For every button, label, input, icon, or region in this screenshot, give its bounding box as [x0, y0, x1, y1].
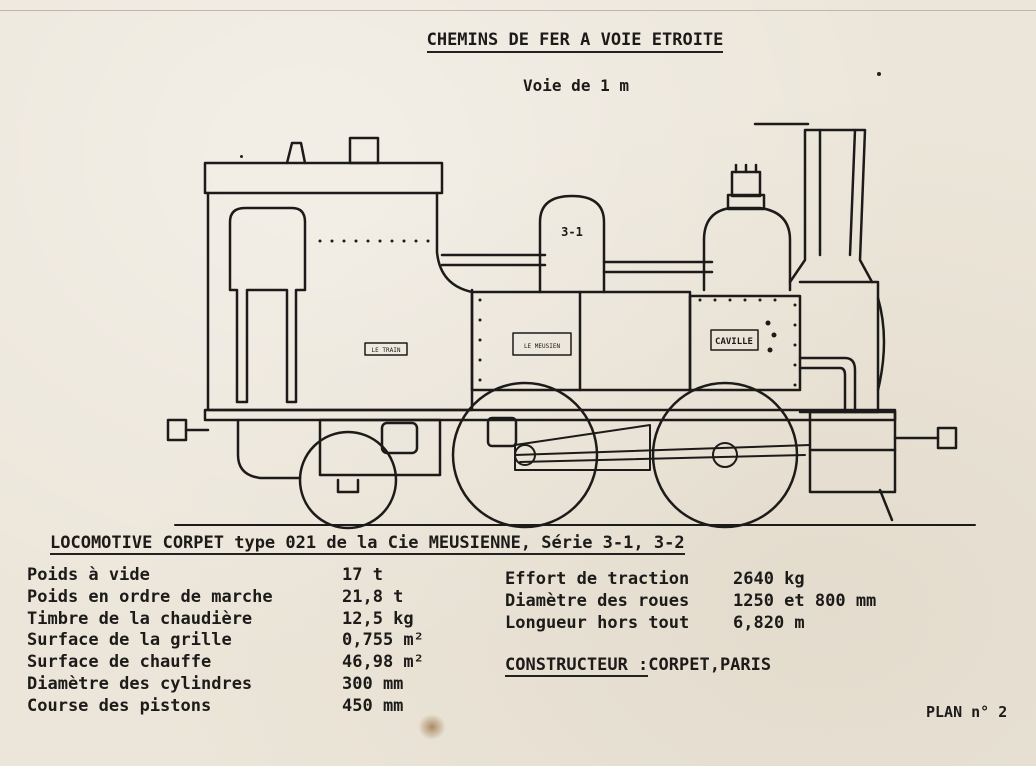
spec-row: Timbre de la chaudière 12,5 kg — [27, 609, 424, 631]
spec-value: 1250 et 800 mm — [733, 590, 877, 611]
spec-label: Effort de traction — [505, 569, 690, 589]
spec-label: Timbre de la chaudière — [27, 608, 253, 629]
spec-row: Longueur hors tout 6,820 m — [505, 613, 876, 635]
spec-row: Surface de la grille 0,755 m² — [27, 630, 424, 652]
spec-label: Diamètre des roues — [505, 590, 690, 611]
locomotive-drawing: 3-1 CAVILLE LE TRAIN LE MEUSIEN — [166, 122, 976, 530]
spec-row: Poids en ordre de marche 21,8 t — [27, 587, 424, 609]
spec-value: 2640 kg — [733, 569, 805, 589]
spec-value: 12,5 kg — [342, 608, 414, 629]
spec-label: Surface de la grille — [27, 630, 232, 651]
constructeur-label: CONSTRUCTEUR : — [505, 655, 649, 677]
spec-row: Diamètre des roues 1250 et 800 mm — [505, 591, 876, 613]
spec-row: Poids à vide 17 t — [27, 565, 424, 587]
page-subtitle: Voie de 1 m — [523, 76, 629, 95]
specs-right: Effort de traction 2640 kg Diamètre des r… — [505, 569, 876, 634]
spec-value: 6,820 m — [733, 612, 805, 633]
spec-value: 21,8 t — [342, 586, 404, 607]
plan-number: PLAN n° 2 — [926, 703, 1008, 721]
ink-speck — [877, 72, 881, 76]
spec-label: Surface de chauffe — [27, 652, 212, 673]
name-plate: CAVILLE — [715, 337, 753, 347]
page-title-text: CHEMINS DE FER A VOIE ETROITE — [426, 30, 724, 53]
spec-value: 46,98 m² — [342, 652, 424, 673]
spec-value: 17 t — [342, 565, 383, 585]
spec-value: 300 mm — [342, 673, 404, 694]
tank-plate: LE MEUSIEN — [524, 343, 561, 350]
constructeur-value: CORPET,PARIS — [648, 655, 772, 675]
spec-label: Longueur hors tout — [505, 612, 690, 633]
spec-label: Diamètre des cylindres — [27, 673, 253, 694]
page-top-edge — [0, 10, 1036, 11]
spec-value: 0,755 m² — [342, 630, 424, 651]
spec-label: Course des pistons — [27, 695, 212, 716]
spec-row: Course des pistons 450 mm — [27, 696, 424, 718]
constructeur: CONSTRUCTEUR :CORPET,PARIS — [505, 655, 772, 677]
dome-label: 3-1 — [561, 225, 583, 239]
spec-row: Diamètre des cylindres 300 mm — [27, 674, 424, 696]
locomotive-title: LOCOMOTIVE CORPET type 021 de la Cie MEU… — [50, 533, 685, 555]
paper-stain — [418, 714, 446, 740]
specs-left: Poids à vide 17 t Poids en ordre de march… — [27, 565, 424, 718]
spec-value: 450 mm — [342, 695, 404, 716]
spec-label: Poids en ordre de marche — [27, 586, 273, 607]
cab-plate: LE TRAIN — [372, 347, 401, 354]
locomotive-title-text: LOCOMOTIVE CORPET type 021 de la Cie MEU… — [50, 533, 685, 555]
ink-speck — [240, 155, 243, 158]
spec-row: Surface de chauffe 46,98 m² — [27, 652, 424, 674]
spec-label: Poids à vide — [27, 565, 150, 585]
page-title: CHEMINS DE FER A VOIE ETROITE — [0, 30, 1036, 53]
spec-row: Effort de traction 2640 kg — [505, 569, 876, 591]
